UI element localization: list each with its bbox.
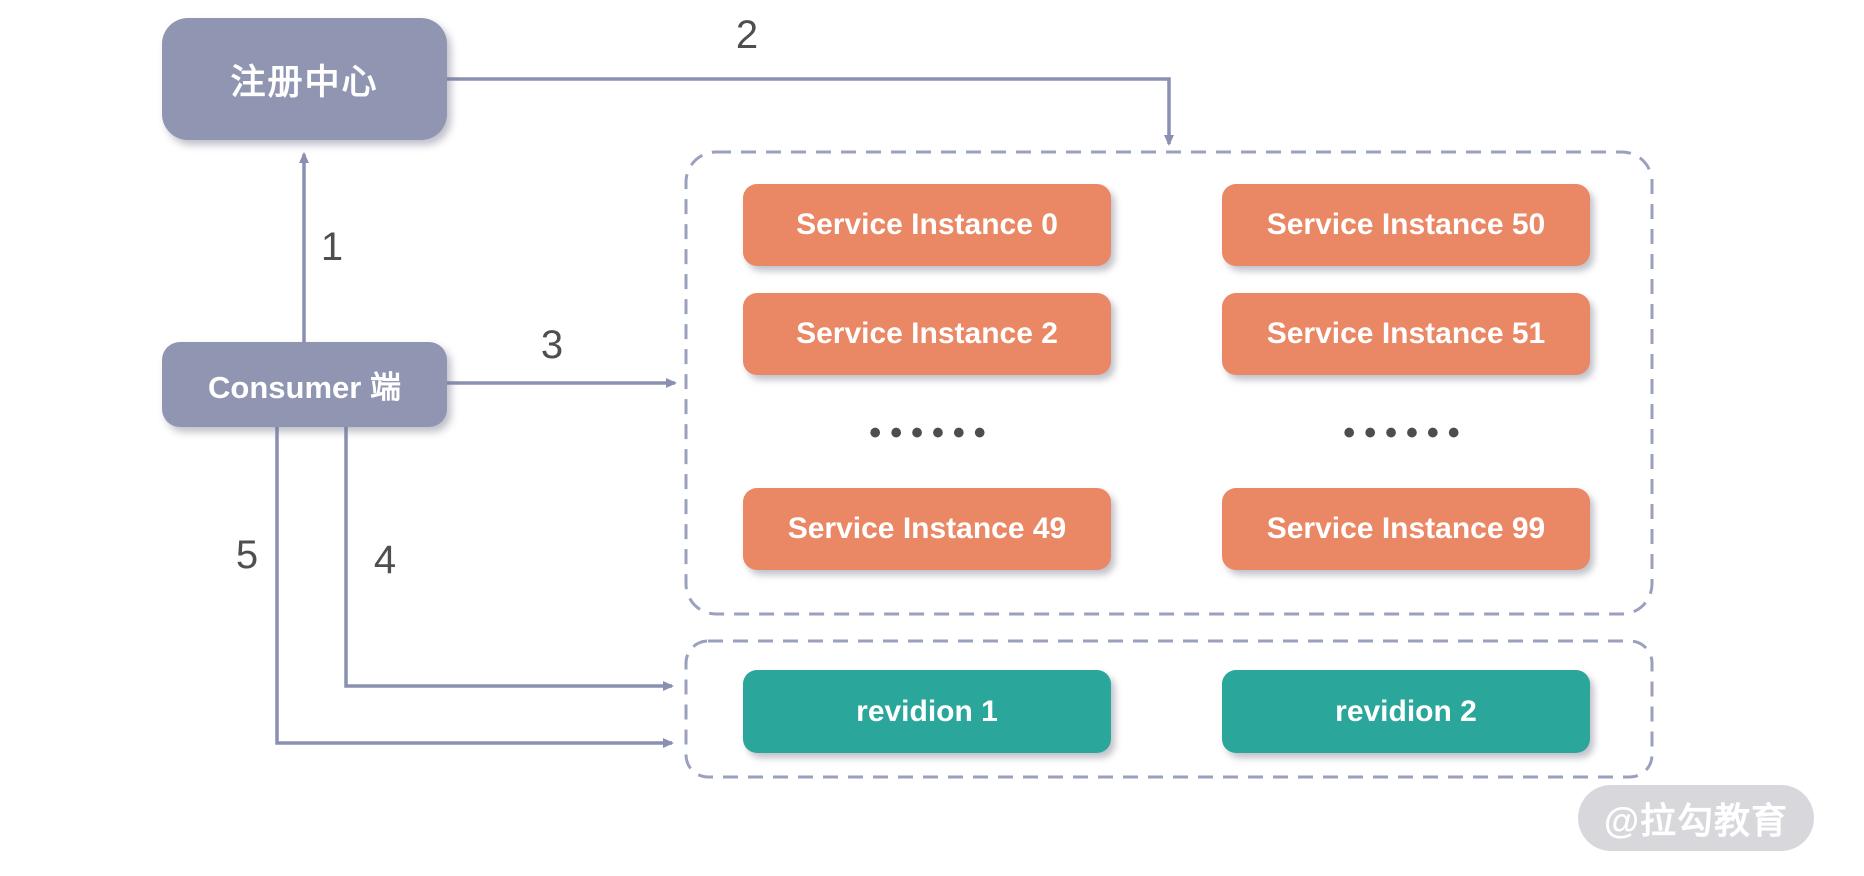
registry-node: 注册中心 (162, 18, 447, 140)
arrow-5-consumer-to-revisions (275, 423, 674, 748)
service-instance-box: Service Instance 0 (743, 184, 1111, 266)
connector-label-4: 4 (373, 538, 397, 582)
arrow-4-consumer-to-revisions (344, 423, 674, 691)
service-cluster-border (684, 150, 1654, 616)
connector-label-2: 2 (735, 13, 759, 57)
revision-cluster-border (684, 639, 1654, 779)
consumer-node: Consumer 端 (162, 342, 447, 427)
service-instance-box: Service Instance 2 (743, 293, 1111, 375)
revision-box: revidion 1 (743, 670, 1111, 753)
connector-label-1: 1 (320, 225, 344, 269)
connector-label-5: 5 (235, 533, 259, 577)
connector-label-3: 3 (540, 323, 564, 367)
ellipsis-dots: •••••• (869, 414, 995, 452)
service-instance-box: Service Instance 51 (1222, 293, 1590, 375)
watermark-badge: @拉勾教育 (1578, 785, 1814, 851)
ellipsis-dots: •••••• (1343, 414, 1469, 452)
service-instance-box: Service Instance 49 (743, 488, 1111, 570)
revision-box: revidion 2 (1222, 670, 1590, 753)
service-instance-box: Service Instance 99 (1222, 488, 1590, 570)
service-instance-box: Service Instance 50 (1222, 184, 1590, 266)
arrow-2-registry-to-services (447, 77, 1174, 146)
